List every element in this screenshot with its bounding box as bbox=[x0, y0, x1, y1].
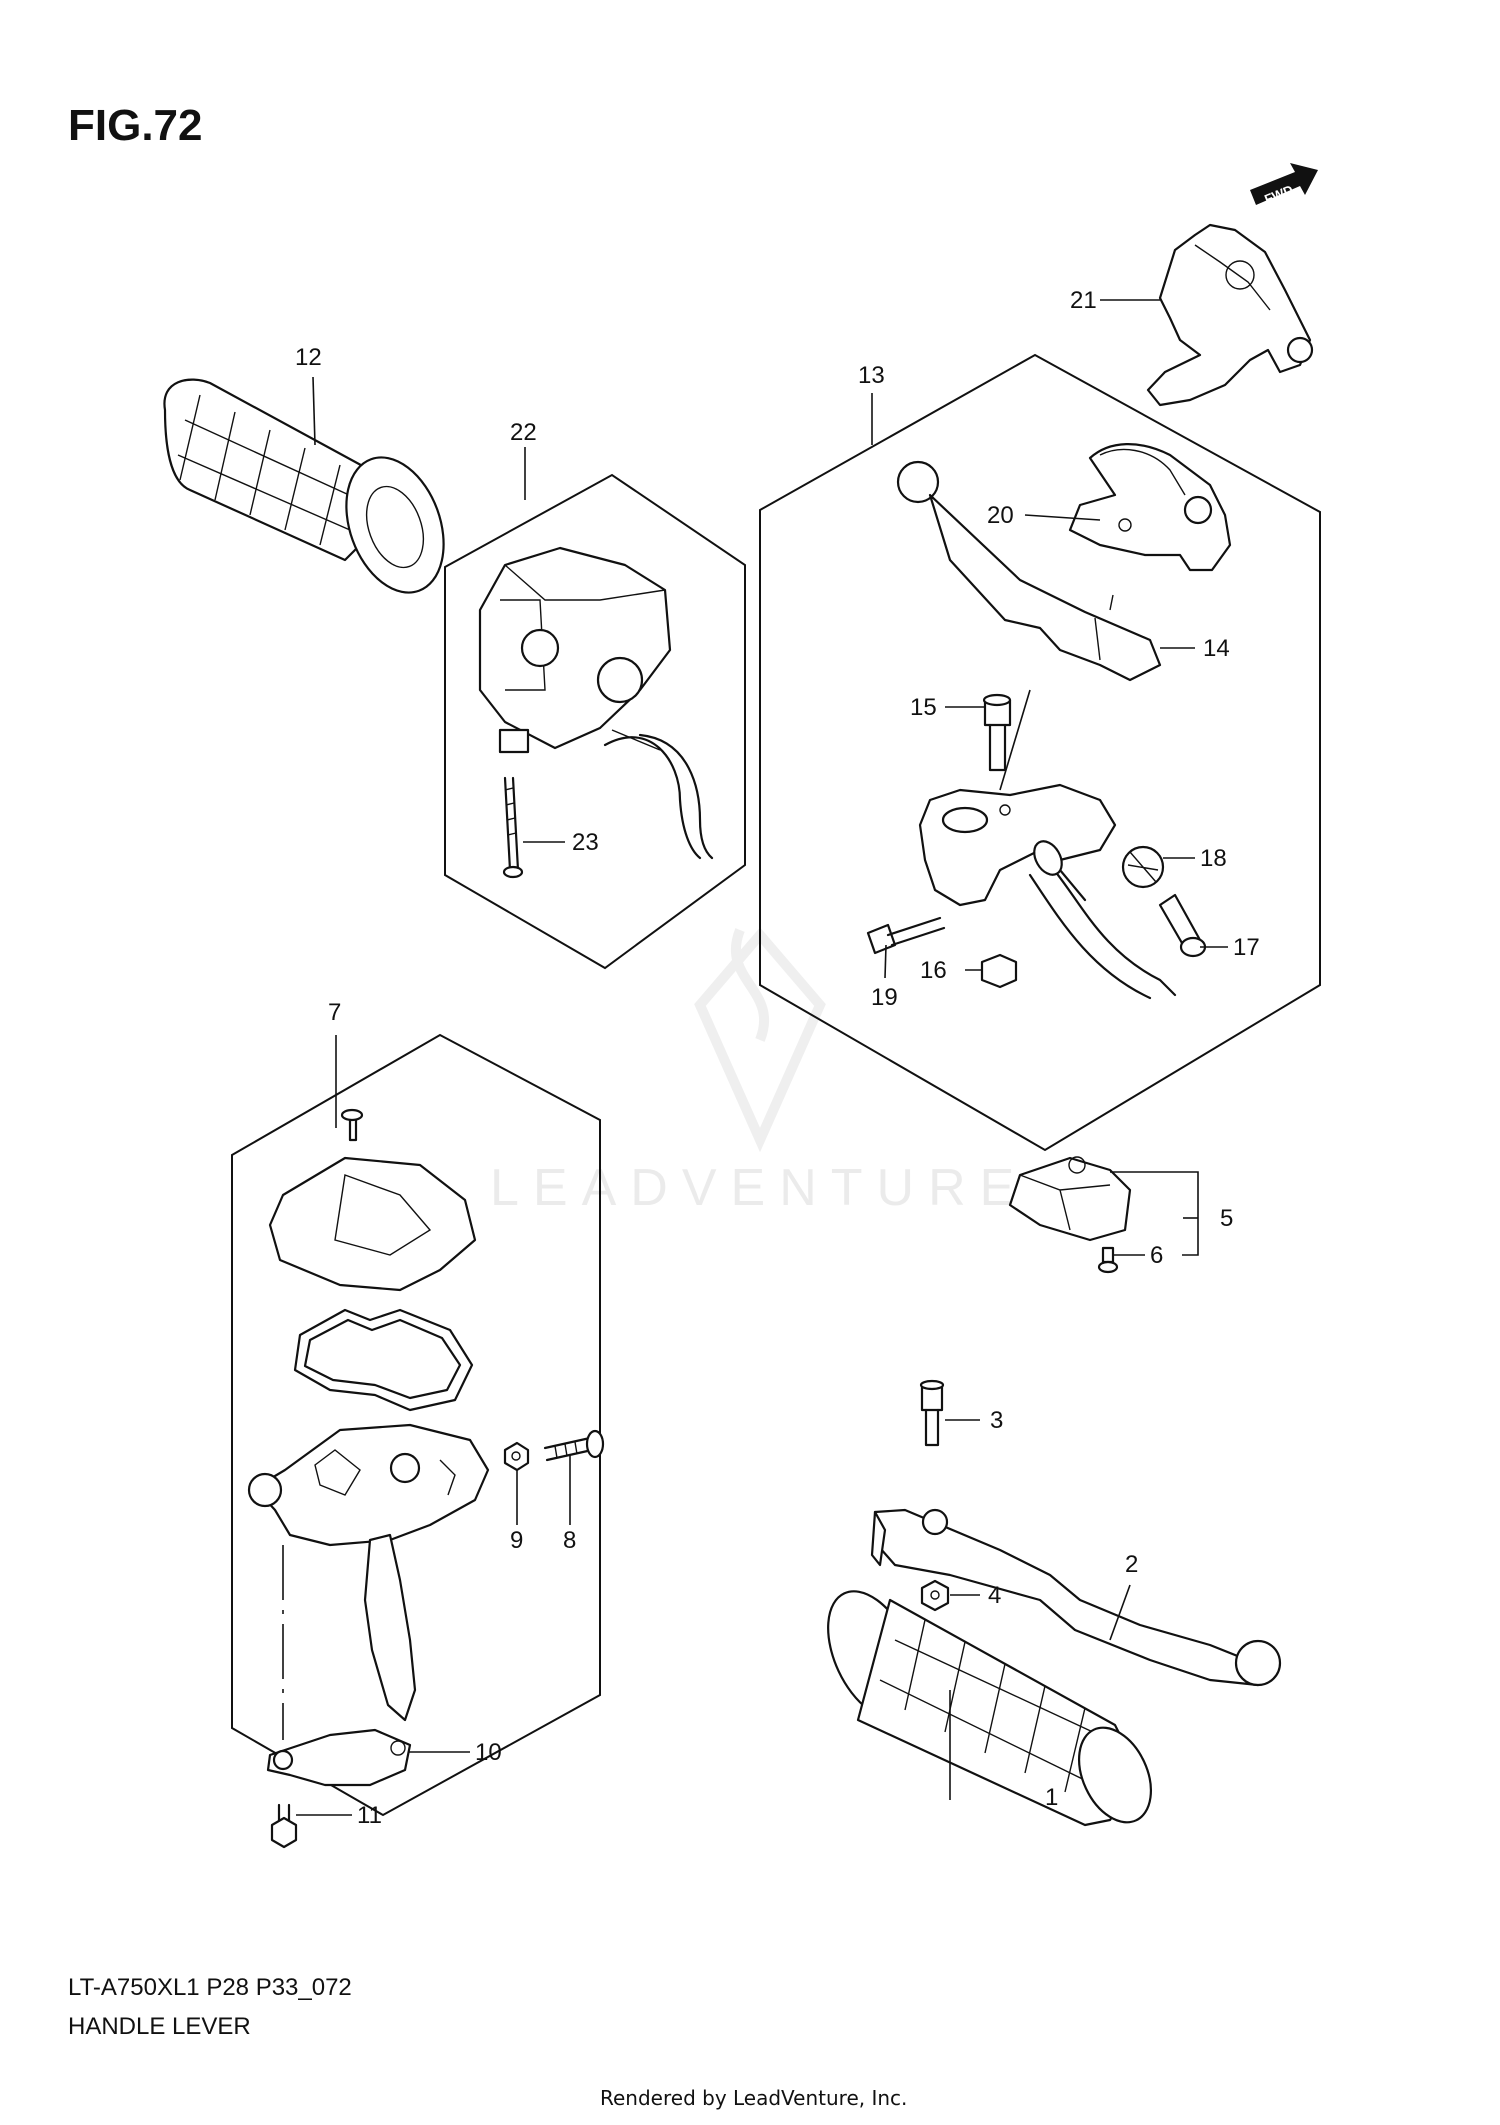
throttle-bracket-plate-part bbox=[266, 1728, 412, 1787]
brake-switch-knob-part bbox=[1121, 845, 1165, 889]
figure-title: FIG.72 bbox=[68, 101, 203, 150]
nut-4-part bbox=[920, 1579, 950, 1612]
callout-20: 20 bbox=[987, 502, 1014, 529]
callout-9: 9 bbox=[510, 1527, 523, 1554]
pivot-bolt-3-part bbox=[919, 1379, 945, 1447]
screw-top-part bbox=[340, 1108, 364, 1142]
pivot-bolt-part bbox=[982, 693, 1012, 772]
grip-right-part bbox=[827, 1590, 1152, 1827]
throttle-case-box bbox=[231, 1033, 601, 1817]
callout-4: 4 bbox=[988, 1582, 1001, 1609]
callout-17: 17 bbox=[1233, 934, 1260, 961]
nut-11-part bbox=[270, 1803, 298, 1849]
throttle-cover-part bbox=[268, 1156, 477, 1292]
callout-labels: 1 2 3 4 5 6 7 8 9 10 11 12 13 14 15 16 1… bbox=[295, 287, 1260, 1829]
throttle-case-part bbox=[247, 1423, 490, 1722]
switch-screw-part bbox=[502, 776, 524, 879]
callout-12: 12 bbox=[295, 344, 322, 371]
switch-assembly-box bbox=[444, 473, 746, 970]
section-name: HANDLE LEVER bbox=[68, 2013, 251, 2040]
render-credit: Rendered by LeadVenture, Inc. bbox=[600, 2086, 907, 2110]
brake-lever-2-part bbox=[870, 1508, 1282, 1687]
callout-2: 2 bbox=[1125, 1551, 1138, 1578]
callout-14: 14 bbox=[1203, 635, 1230, 662]
nut-16-part bbox=[980, 953, 1018, 989]
callout-23: 23 bbox=[572, 829, 599, 856]
callout-8: 8 bbox=[563, 1527, 576, 1554]
callout-11: 11 bbox=[357, 1802, 382, 1829]
fwd-arrow-icon: FWD bbox=[1250, 163, 1318, 207]
lever-cover-plate-part bbox=[1068, 443, 1232, 572]
master-cylinder-box bbox=[759, 353, 1321, 1152]
lever-guard-part bbox=[1146, 223, 1314, 407]
watermark-text: LEADVENTURE bbox=[490, 1159, 1028, 1217]
nut-9-part bbox=[503, 1441, 530, 1472]
leadventure-watermark: LEADVENTURE bbox=[490, 927, 1028, 1217]
brake-lever-upper-part bbox=[896, 460, 1162, 682]
callout-21: 21 bbox=[1070, 287, 1097, 314]
callout-10: 10 bbox=[475, 1739, 502, 1766]
callout-18: 18 bbox=[1200, 845, 1227, 872]
callout-22: 22 bbox=[510, 419, 537, 446]
callout-15: 15 bbox=[910, 694, 937, 721]
callout-3: 3 bbox=[990, 1407, 1003, 1434]
switch-screw-6-part bbox=[1097, 1246, 1119, 1274]
master-cylinder-body-part bbox=[918, 783, 1177, 1000]
callout-1: 1 bbox=[1045, 1784, 1058, 1811]
leader-lines bbox=[296, 299, 1228, 1816]
handlebar-switch-part bbox=[478, 546, 714, 860]
callout-13: 13 bbox=[858, 362, 885, 389]
assembly-line bbox=[999, 689, 1031, 791]
callout-19: 19 bbox=[871, 984, 898, 1011]
callout-7: 7 bbox=[328, 999, 341, 1026]
bolt-8-part bbox=[543, 1429, 605, 1462]
adjuster-screw-part bbox=[1158, 893, 1207, 958]
callout-6: 6 bbox=[1150, 1242, 1163, 1269]
grip-left-part bbox=[163, 378, 445, 594]
bolt-19-part bbox=[866, 916, 946, 955]
cover-gasket-part bbox=[293, 1308, 474, 1412]
brake-switch-part bbox=[1008, 1156, 1132, 1242]
callout-16: 16 bbox=[920, 957, 947, 984]
callout-5: 5 bbox=[1220, 1205, 1233, 1232]
model-code: LT-A750XL1 P28 P33_072 bbox=[68, 1974, 352, 2001]
